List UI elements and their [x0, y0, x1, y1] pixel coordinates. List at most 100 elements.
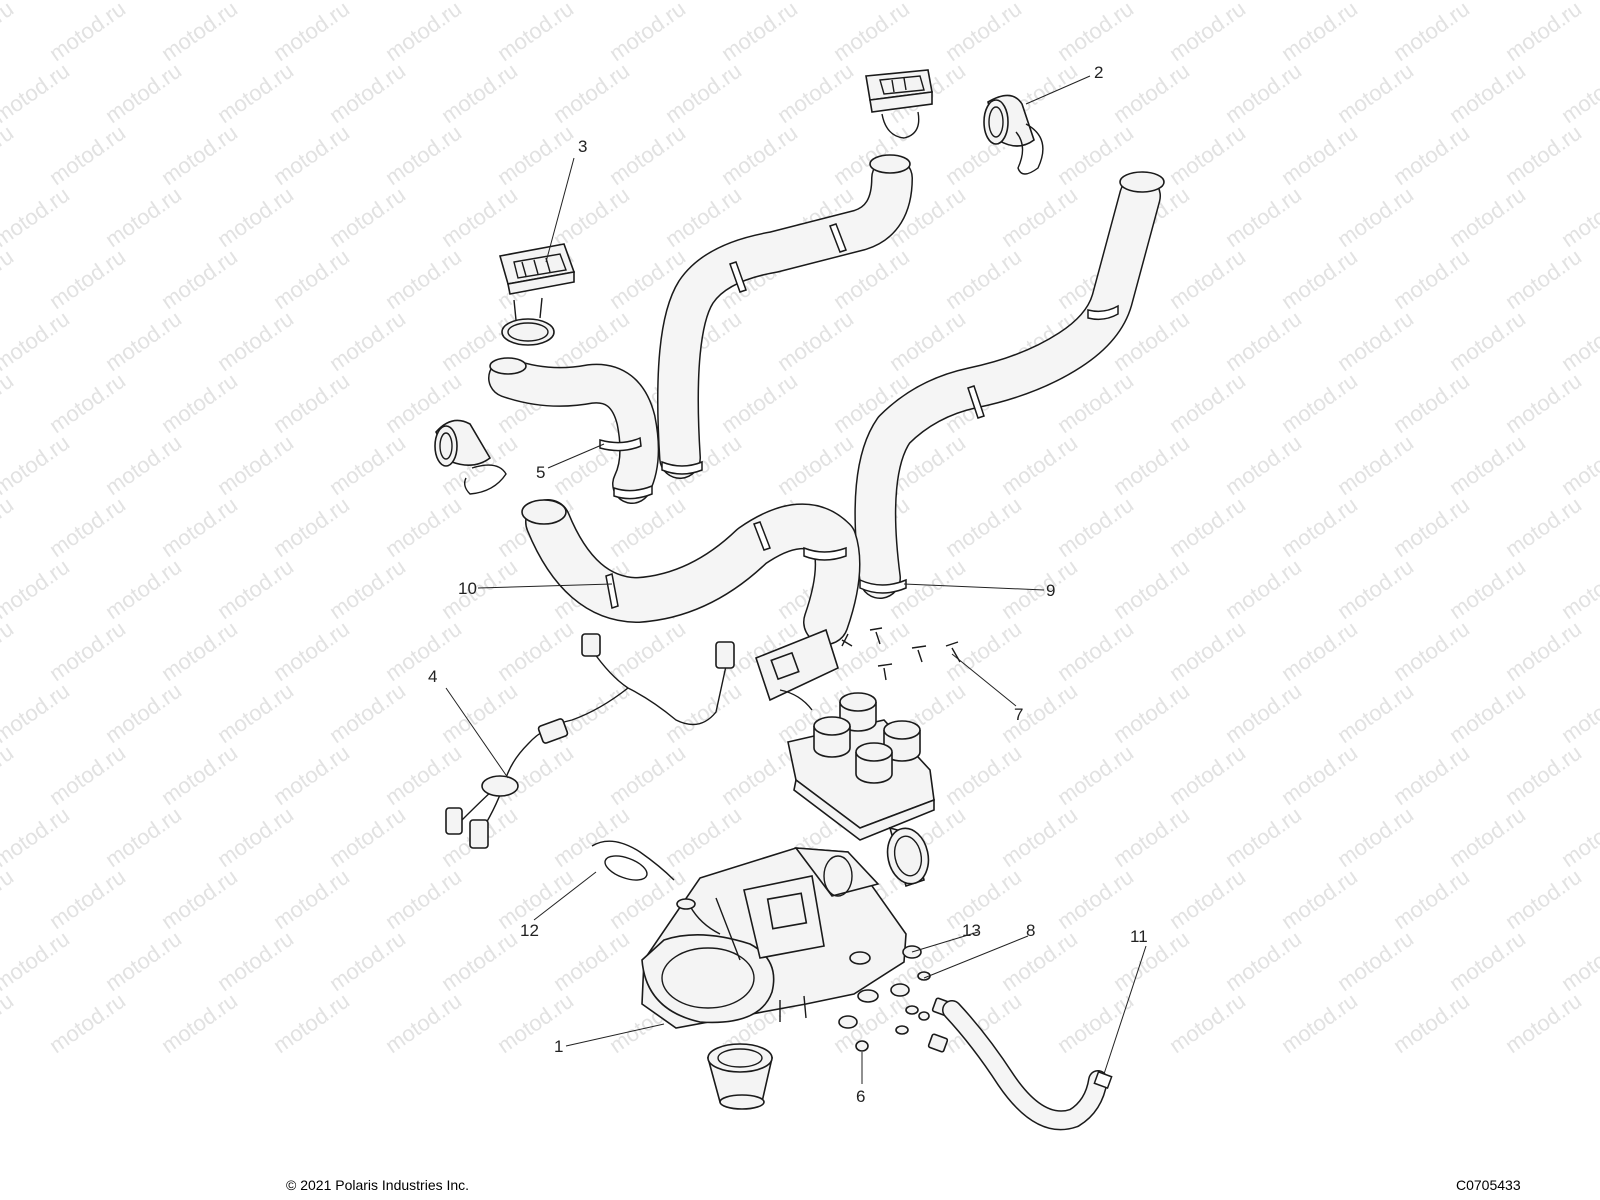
watermark-text: motod.ru	[269, 368, 354, 438]
watermark-text: motod.ru	[101, 926, 186, 996]
watermark-text: motod.ru	[1333, 926, 1418, 996]
watermark-text: motod.ru	[381, 0, 466, 66]
watermark-text: motod.ru	[1445, 430, 1530, 500]
watermark-text: motod.ru	[269, 244, 354, 314]
watermark-text: motod.ru	[0, 492, 18, 562]
watermark-text: motod.ru	[1277, 988, 1362, 1058]
watermark-text: motod.ru	[45, 864, 130, 934]
callout-10: 10	[458, 579, 477, 598]
watermark-text: motod.ru	[0, 802, 74, 872]
watermark-text: motod.ru	[1501, 988, 1586, 1058]
watermark-text: motod.ru	[1501, 740, 1586, 810]
screws	[841, 627, 961, 681]
watermark-text: motod.ru	[213, 182, 298, 252]
watermark-text: motod.ru	[1333, 306, 1418, 376]
watermark-text: motod.ru	[1053, 864, 1138, 934]
watermark-text: motod.ru	[1221, 182, 1306, 252]
watermark-text: motod.ru	[1053, 988, 1138, 1058]
watermark-text: motod.ru	[1221, 554, 1306, 624]
watermark-text: motod.ru	[1109, 58, 1194, 128]
drain-hose	[942, 1000, 1113, 1131]
callout-9: 9	[1046, 581, 1055, 600]
watermark-text: motod.ru	[381, 864, 466, 934]
watermark-text: motod.ru	[1221, 802, 1306, 872]
watermark-text: motod.ru	[1501, 0, 1586, 66]
watermark-text: motod.ru	[1053, 740, 1138, 810]
drawing-number: C0705433	[1456, 1177, 1521, 1193]
watermark-text: motod.ru	[1445, 58, 1530, 128]
watermark-text: motod.ru	[1501, 616, 1586, 686]
watermark-text: motod.ru	[0, 554, 74, 624]
watermark-text: motod.ru	[269, 988, 354, 1058]
watermark-text: motod.ru	[157, 0, 242, 66]
watermark-text: motod.ru	[549, 182, 634, 252]
outlet-manifold	[787, 692, 935, 841]
watermark-text: motod.ru	[0, 0, 18, 66]
watermark-text: motod.ru	[1333, 430, 1418, 500]
watermark-text: motod.ru	[1221, 306, 1306, 376]
watermark-text: motod.ru	[381, 120, 466, 190]
watermark-text: motod.ru	[269, 120, 354, 190]
watermark-text: motod.ru	[997, 182, 1082, 252]
duct-upper-middle	[657, 154, 913, 479]
watermark-text: motod.ru	[325, 306, 410, 376]
duct-long-right	[854, 171, 1165, 599]
watermark-text: motod.ru	[45, 368, 130, 438]
watermark-text: motod.ru	[1277, 864, 1362, 934]
callout-labels: 1 2 3 4 5 6 7 8 9 10 11 12 13	[428, 63, 1148, 1106]
watermark-text: motod.ru	[1053, 368, 1138, 438]
watermark-text: motod.ru	[773, 430, 858, 500]
watermark-text: motod.ru	[157, 120, 242, 190]
watermark-text: motod.ru	[1165, 120, 1250, 190]
wiring-harness	[445, 633, 735, 849]
watermark-text: motod.ru	[1557, 58, 1600, 128]
wiring-bracket	[755, 628, 839, 711]
watermark-text: motod.ru	[0, 864, 18, 934]
watermark-text: motod.ru	[269, 740, 354, 810]
callout-13: 13	[962, 921, 981, 940]
watermark-text: motod.ru	[381, 740, 466, 810]
watermark-text: motod.ru	[0, 740, 18, 810]
watermark-text: motod.ru	[885, 306, 970, 376]
duct-elbow-upper-right	[983, 94, 1044, 175]
watermark-text: motod.ru	[1109, 430, 1194, 500]
watermark-text: motod.ru	[997, 802, 1082, 872]
watermark-text: motod.ru	[1109, 926, 1194, 996]
watermark-text: motod.ru	[605, 0, 690, 66]
watermark-text: motod.ru	[213, 430, 298, 500]
watermark-text: motod.ru	[101, 182, 186, 252]
watermark-text: motod.ru	[1445, 678, 1530, 748]
leader-lines	[445, 75, 1147, 1084]
watermark-text: motod.ru	[941, 0, 1026, 66]
watermark-text: motod.ru	[269, 492, 354, 562]
watermark-text: motod.ru	[45, 616, 130, 686]
watermark-text: motod.ru	[325, 554, 410, 624]
watermark-text: motod.ru	[1165, 864, 1250, 934]
watermark-text: motod.ru	[157, 368, 242, 438]
outlet-round-bottom	[706, 1043, 774, 1110]
watermark-text: motod.ru	[0, 58, 74, 128]
watermark-text: motod.ru	[1389, 244, 1474, 314]
watermark-text: motod.ru	[0, 926, 74, 996]
watermark-text: motod.ru	[997, 430, 1082, 500]
callout-11: 11	[1130, 927, 1148, 946]
watermark-text: motod.ru	[325, 430, 410, 500]
watermark-text: motod.ru	[661, 678, 746, 748]
watermark-text: motod.ru	[1221, 430, 1306, 500]
watermark-text: motod.ru	[325, 678, 410, 748]
watermark-text: motod.ru	[1221, 58, 1306, 128]
watermark-text: motod.ru	[1053, 616, 1138, 686]
watermark-text: motod.ru	[0, 244, 18, 314]
watermark-text: motod.ru	[1333, 182, 1418, 252]
watermark-text: motod.ru	[1277, 120, 1362, 190]
watermark-text: motod.ru	[1445, 182, 1530, 252]
watermark-text: motod.ru	[1277, 0, 1362, 66]
watermark-text: motod.ru	[1277, 616, 1362, 686]
watermark-text: motod.ru	[605, 492, 690, 562]
watermark-text: motod.ru	[661, 802, 746, 872]
watermark-text: motod.ru	[1165, 740, 1250, 810]
watermark-text: motod.ru	[1389, 988, 1474, 1058]
watermark-text: motod.ru	[1389, 368, 1474, 438]
callout-6: 6	[856, 1087, 865, 1106]
watermark-text: motod.ru	[437, 182, 522, 252]
